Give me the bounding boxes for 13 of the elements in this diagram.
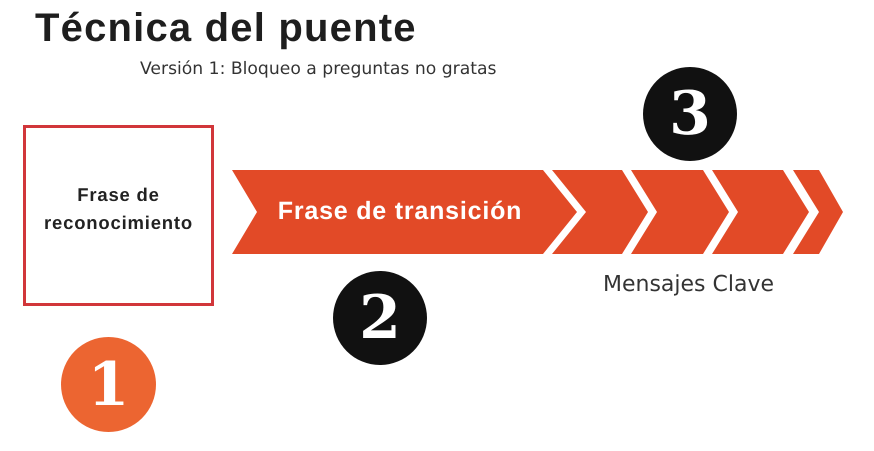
- step-number: 1: [88, 354, 130, 414]
- box-label: Frase de reconocimiento: [43, 182, 194, 234]
- subtitle: Versión 1: Bloqueo a preguntas no gratas: [140, 59, 496, 80]
- chevron-shape: [631, 170, 729, 254]
- step-number: 2: [359, 288, 401, 348]
- banner-label: Frase de transición: [278, 196, 522, 226]
- outlined-box: [23, 125, 214, 306]
- title: Técnica del puente: [35, 6, 417, 50]
- chevron-shape: [552, 170, 648, 254]
- step-number: 3: [669, 84, 711, 144]
- chevron-shape: [793, 170, 843, 254]
- chevron-shape: [712, 170, 809, 254]
- section-label: Mensajes Clave: [603, 272, 774, 298]
